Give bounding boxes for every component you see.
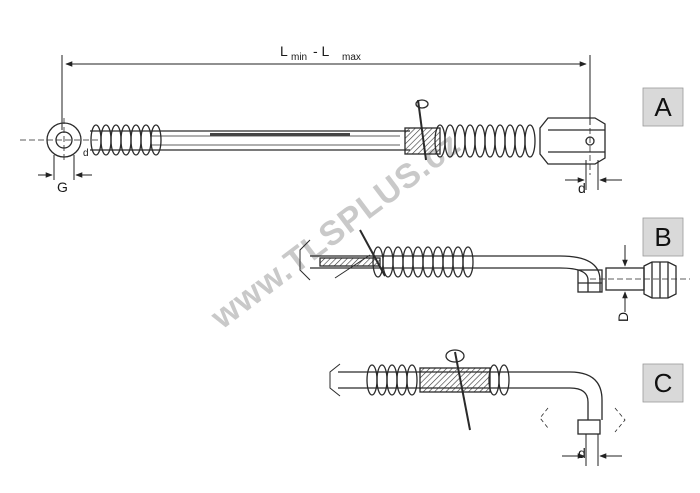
variant-letter-c: C <box>654 368 673 398</box>
dim-G-label: G <box>57 179 68 195</box>
length-label-max: max <box>342 52 361 63</box>
watermark: www.TLSPLUS.cz <box>203 124 468 337</box>
dim-d-c-label: d <box>578 445 586 461</box>
variant-box-a: A <box>642 87 684 127</box>
length-dimension <box>61 55 591 130</box>
length-label-sep: - L <box>313 43 330 59</box>
dim-d-small-label: d <box>83 148 89 159</box>
dim-d-a-label: d <box>578 180 586 196</box>
adjuster-clamp-a <box>404 99 536 161</box>
dim-D-label: D <box>615 312 631 322</box>
fork-end <box>539 110 606 175</box>
variant-letter-a: A <box>654 92 672 122</box>
length-label-min: min <box>291 52 307 63</box>
variant-letter-b: B <box>654 222 671 252</box>
dim-G-lines <box>38 155 92 180</box>
watermark-text: www.TLSPLUS.cz <box>203 124 468 337</box>
dim-d-c-lines <box>562 434 622 466</box>
variant-box-c: C <box>642 363 684 403</box>
cable-variant-a <box>20 99 606 175</box>
boot-coils-b <box>372 246 474 278</box>
cable-variant-c <box>329 349 626 435</box>
length-label-L: L <box>280 43 288 59</box>
boot-coils-rear <box>90 124 162 156</box>
cable-variant-b <box>299 229 690 299</box>
dim-d-a-lines <box>565 160 622 190</box>
boot-coils-c <box>366 364 510 396</box>
variant-box-b: B <box>642 217 684 257</box>
